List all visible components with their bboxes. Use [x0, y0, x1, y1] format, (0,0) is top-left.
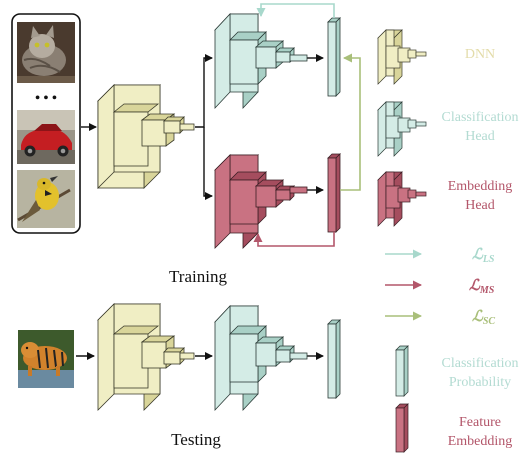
legend-loss-ls-label: ℒLS — [472, 247, 495, 265]
training-classification-probability-bar — [327, 17, 341, 97]
legend-classification-head-label-line2: Head — [465, 129, 495, 144]
testing-classification-probability-bar — [327, 319, 341, 399]
loss-ms-feedback-arrow — [253, 232, 335, 247]
legend-classification-head-icon — [377, 101, 427, 157]
testing-dnn-backbone — [97, 303, 195, 411]
tiger-image — [18, 330, 74, 388]
loss-sc-feedback-arrow — [340, 53, 361, 191]
legend-dnn-icon — [377, 29, 427, 85]
loss-ls-feedback-arrow — [256, 3, 335, 18]
cat-image — [17, 22, 75, 83]
legend-embedding-head-label-line2: Head — [465, 198, 495, 213]
legend-loss-ms-label: ℒMS — [469, 278, 495, 296]
legend-embedding-head-icon — [377, 171, 427, 227]
legend-classification-probability-line1: Classification — [442, 356, 519, 371]
legend-classification-probability-line2: Probability — [449, 375, 511, 390]
legend-feature-embedding-icon — [395, 403, 409, 453]
car-image — [17, 110, 75, 164]
training-embedding-head — [214, 154, 308, 249]
image-ellipsis: • • • — [35, 91, 57, 106]
training-feature-embedding-bar — [327, 153, 341, 233]
legend-embedding-head-label-line1: Embedding — [448, 179, 513, 194]
legend-loss-sc-label: ℒSC — [472, 309, 495, 327]
legend-classification-probability-icon — [395, 345, 409, 397]
legend-feature-embedding-line1: Feature — [459, 415, 501, 430]
testing-classification-head — [214, 304, 308, 412]
legend-dnn-label: DNN — [465, 47, 495, 62]
bird-image — [17, 170, 75, 228]
legend-feature-embedding-line2: Embedding — [448, 434, 513, 449]
training-classification-head — [214, 12, 308, 110]
input-image-panel: • • • — [11, 13, 81, 234]
legend-loss-sc-subscript: SC — [483, 316, 496, 327]
legend-loss-ls-symbol: ℒ — [472, 247, 484, 263]
legend-loss-ms-subscript: MS — [479, 285, 495, 296]
legend-loss-sc-symbol: ℒ — [472, 309, 484, 325]
testing-label: Testing — [171, 430, 221, 449]
training-dnn-backbone — [97, 84, 195, 189]
training-label: Training — [169, 267, 227, 286]
legend-classification-head-label-line1: Classification — [442, 110, 519, 125]
training-flow-arrows — [81, 54, 324, 200]
legend-loss-ls-subscript: LS — [482, 254, 495, 265]
legend-loss-ms-symbol: ℒ — [469, 278, 481, 294]
